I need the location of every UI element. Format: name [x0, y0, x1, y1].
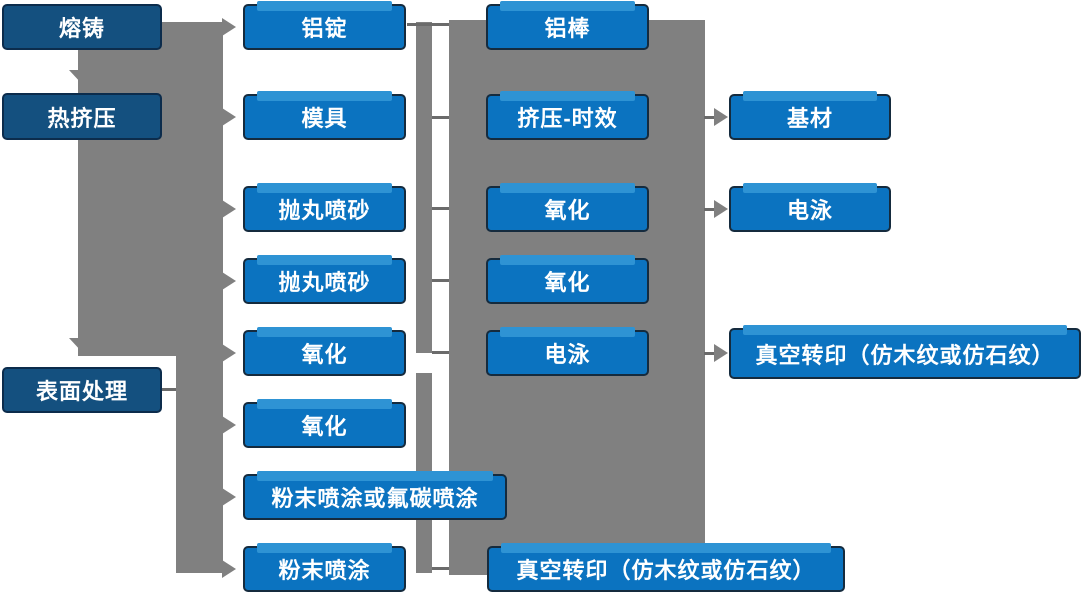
arrow-tail-to-base-material: [704, 116, 716, 119]
node-oxidation-4: 氧化: [486, 255, 649, 304]
node-electrophoresis-1: 电泳: [486, 327, 649, 376]
node-surface-treatment: 表面处理: [2, 367, 162, 413]
node-label: 氧化: [301, 342, 348, 367]
node-vacuum-transfer-print-bottom: 真空转印（仿木纹或仿石纹）: [487, 543, 845, 592]
node-melt-casting: 熔铸: [2, 4, 162, 50]
node-oxidation-3: 氧化: [486, 183, 649, 232]
node-label: 模具: [301, 106, 348, 131]
arrow-to-mold-icon: [222, 108, 236, 126]
node-hot-extrusion: 热挤压: [2, 93, 162, 140]
node-label: 表面处理: [35, 379, 128, 404]
arrow-to-vacuum-transfer-right-icon: [714, 344, 728, 362]
connector-row-aluminum-rod: [407, 23, 449, 26]
node-label: 氧化: [301, 414, 348, 439]
node-powder-or-fluorocarbon-coating: 粉末喷涂或氟碳喷涂: [243, 471, 507, 520]
node-label: 挤压-时效: [517, 106, 618, 131]
node-mold: 模具: [243, 91, 406, 140]
arrow-to-shot-blast-1-icon: [222, 200, 236, 218]
node-oxidation-2: 氧化: [243, 399, 406, 448]
arrow-to-oxidation-2-icon: [222, 416, 236, 434]
arrow-to-powder-coating-icon: [222, 560, 236, 578]
node-aluminum-rod: 铝棒: [486, 1, 649, 50]
flow-bar-middle-upper: [416, 22, 432, 353]
arrow-down-to-surface-treatment-icon: [69, 338, 95, 352]
node-label: 铝棒: [544, 16, 591, 41]
node-shot-blast-sandblast-1: 抛丸喷砂: [243, 183, 406, 232]
node-label: 氧化: [544, 270, 591, 295]
node-label: 抛丸喷砂: [278, 270, 371, 295]
node-extrusion-aging: 挤压-时效: [486, 91, 649, 140]
node-label: 电泳: [786, 198, 833, 223]
connector-row-vacuum-transfer: [432, 567, 449, 570]
node-base-material: 基材: [729, 91, 891, 140]
node-label: 真空转印（仿木纹或仿石纹）: [516, 558, 816, 583]
node-label: 氧化: [544, 198, 591, 223]
arrow-down-to-hot-extrusion-icon: [69, 70, 95, 84]
node-label: 粉末喷涂: [278, 558, 371, 583]
connector-row-oxidation-4: [432, 279, 449, 282]
arrow-to-shot-blast-2-icon: [222, 272, 236, 290]
node-label: 基材: [786, 106, 833, 131]
node-label: 热挤压: [47, 105, 117, 131]
connector-row-extrusion-aging: [432, 116, 449, 119]
node-powder-coating: 粉末喷涂: [243, 543, 406, 592]
node-oxidation-1: 氧化: [243, 327, 406, 376]
node-label: 真空转印（仿木纹或仿石纹）: [755, 342, 1055, 368]
node-shot-blast-sandblast-2: 抛丸喷砂: [243, 255, 406, 304]
connector-row-electrophoresis: [432, 351, 449, 354]
node-electrophoresis-2: 电泳: [729, 183, 891, 232]
node-label: 电泳: [544, 342, 591, 367]
arrow-to-powder-or-fluorocarbon-icon: [222, 488, 236, 506]
arrow-tail-to-electrophoresis-2: [704, 208, 716, 211]
node-label: 熔铸: [58, 16, 105, 41]
arrow-to-base-material-icon: [714, 108, 728, 126]
flow-band-left: [78, 22, 223, 356]
connector-row-oxidation-3: [432, 207, 449, 210]
arrow-to-aluminum-ingot-icon: [222, 18, 236, 36]
node-label: 抛丸喷砂: [278, 198, 371, 223]
flow-bar-left-lower: [176, 356, 223, 573]
node-aluminum-ingot: 铝锭: [243, 1, 406, 50]
node-label: 粉末喷涂或氟碳喷涂: [271, 486, 479, 511]
node-vacuum-transfer-print-right: 真空转印（仿木纹或仿石纹）: [729, 325, 1081, 379]
arrow-tail-to-vacuum-transfer-right: [704, 352, 716, 355]
arrow-to-electrophoresis-2-icon: [714, 200, 728, 218]
connector-surface-treatment: [162, 388, 176, 391]
node-label: 铝锭: [301, 16, 348, 41]
arrow-to-oxidation-1-icon: [222, 344, 236, 362]
